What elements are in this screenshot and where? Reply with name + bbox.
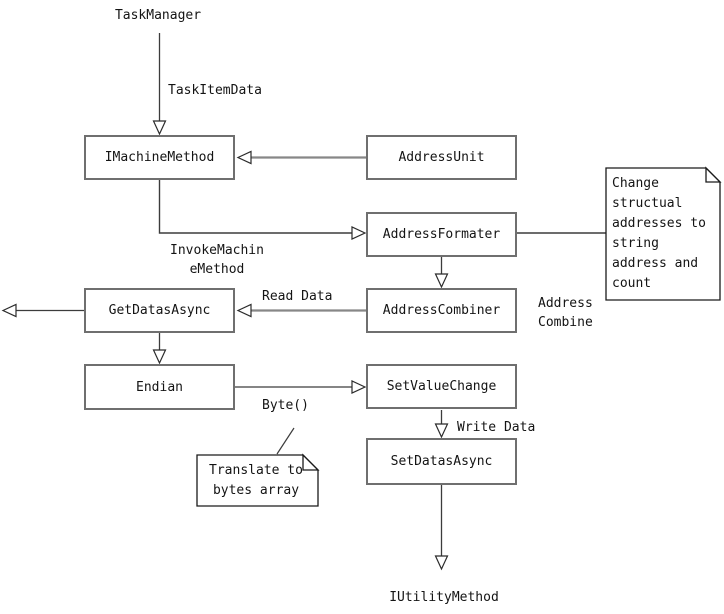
- node-set-value-change-label: SetValueChange: [386, 379, 497, 394]
- node-address-formater-label: AddressFormater: [382, 227, 501, 242]
- arrowhead-right-addressformater: [351, 226, 367, 240]
- node-imachine-method[interactable]: IMachineMethod: [84, 135, 235, 180]
- node-endian[interactable]: Endian: [84, 364, 235, 410]
- note-shape-change-structural[interactable]: [605, 166, 722, 301]
- node-set-datas-async[interactable]: SetDatasAsync: [366, 438, 517, 485]
- terminal-iutility-method: IUtilityMethod: [389, 590, 499, 605]
- node-address-unit-label: AddressUnit: [398, 150, 485, 165]
- arrowhead-left-edge: [1, 303, 17, 318]
- arrowhead-down-addresscombiner: [434, 273, 449, 289]
- node-address-formater[interactable]: AddressFormater: [366, 212, 517, 257]
- node-address-combiner-label: AddressCombiner: [382, 303, 501, 318]
- node-address-unit[interactable]: AddressUnit: [366, 135, 517, 180]
- arrowhead-down-endian: [152, 349, 167, 365]
- edge-label-task-item-data: TaskItemData: [168, 83, 262, 98]
- note-change-structural-text: Change structual addresses to string add…: [612, 176, 706, 291]
- arrowhead-right-setvaluechange: [351, 380, 367, 394]
- node-set-datas-async-label: SetDatasAsync: [390, 454, 493, 469]
- node-address-combiner[interactable]: AddressCombiner: [366, 288, 517, 333]
- arrowhead-down-imachinemethod: [152, 120, 167, 136]
- edge-label-read-data: Read Data: [262, 289, 333, 304]
- arrowhead-left-imachinemethod: [236, 150, 252, 165]
- node-imachine-method-label: IMachineMethod: [104, 150, 215, 165]
- node-get-datas-async-label: GetDatasAsync: [108, 303, 211, 318]
- edge-label-byte: Byte(): [262, 398, 309, 413]
- note-translate-bytes-text: Translate to bytes array: [209, 463, 303, 498]
- arrowhead-down-setdatasasync: [434, 423, 449, 439]
- node-endian-label: Endian: [136, 379, 183, 395]
- edge-imachinemethod-addressformater: [158, 180, 352, 234]
- edge-label-write-data: Write Data: [457, 420, 536, 435]
- arrowhead-left-getdatasasync: [236, 303, 252, 318]
- edge-label-address-combine: Address Combine: [538, 296, 593, 330]
- arrowhead-down-iutilitymethod: [434, 555, 449, 571]
- edge-label-invoke-machine-method: InvokeMachin eMethod: [170, 243, 264, 277]
- note-shape-translate-bytes[interactable]: [196, 453, 320, 507]
- edge-byte-note: [276, 427, 295, 455]
- node-get-datas-async[interactable]: GetDatasAsync: [84, 288, 235, 333]
- terminal-task-manager: TaskManager: [114, 8, 202, 23]
- node-set-value-change[interactable]: SetValueChange: [366, 364, 517, 409]
